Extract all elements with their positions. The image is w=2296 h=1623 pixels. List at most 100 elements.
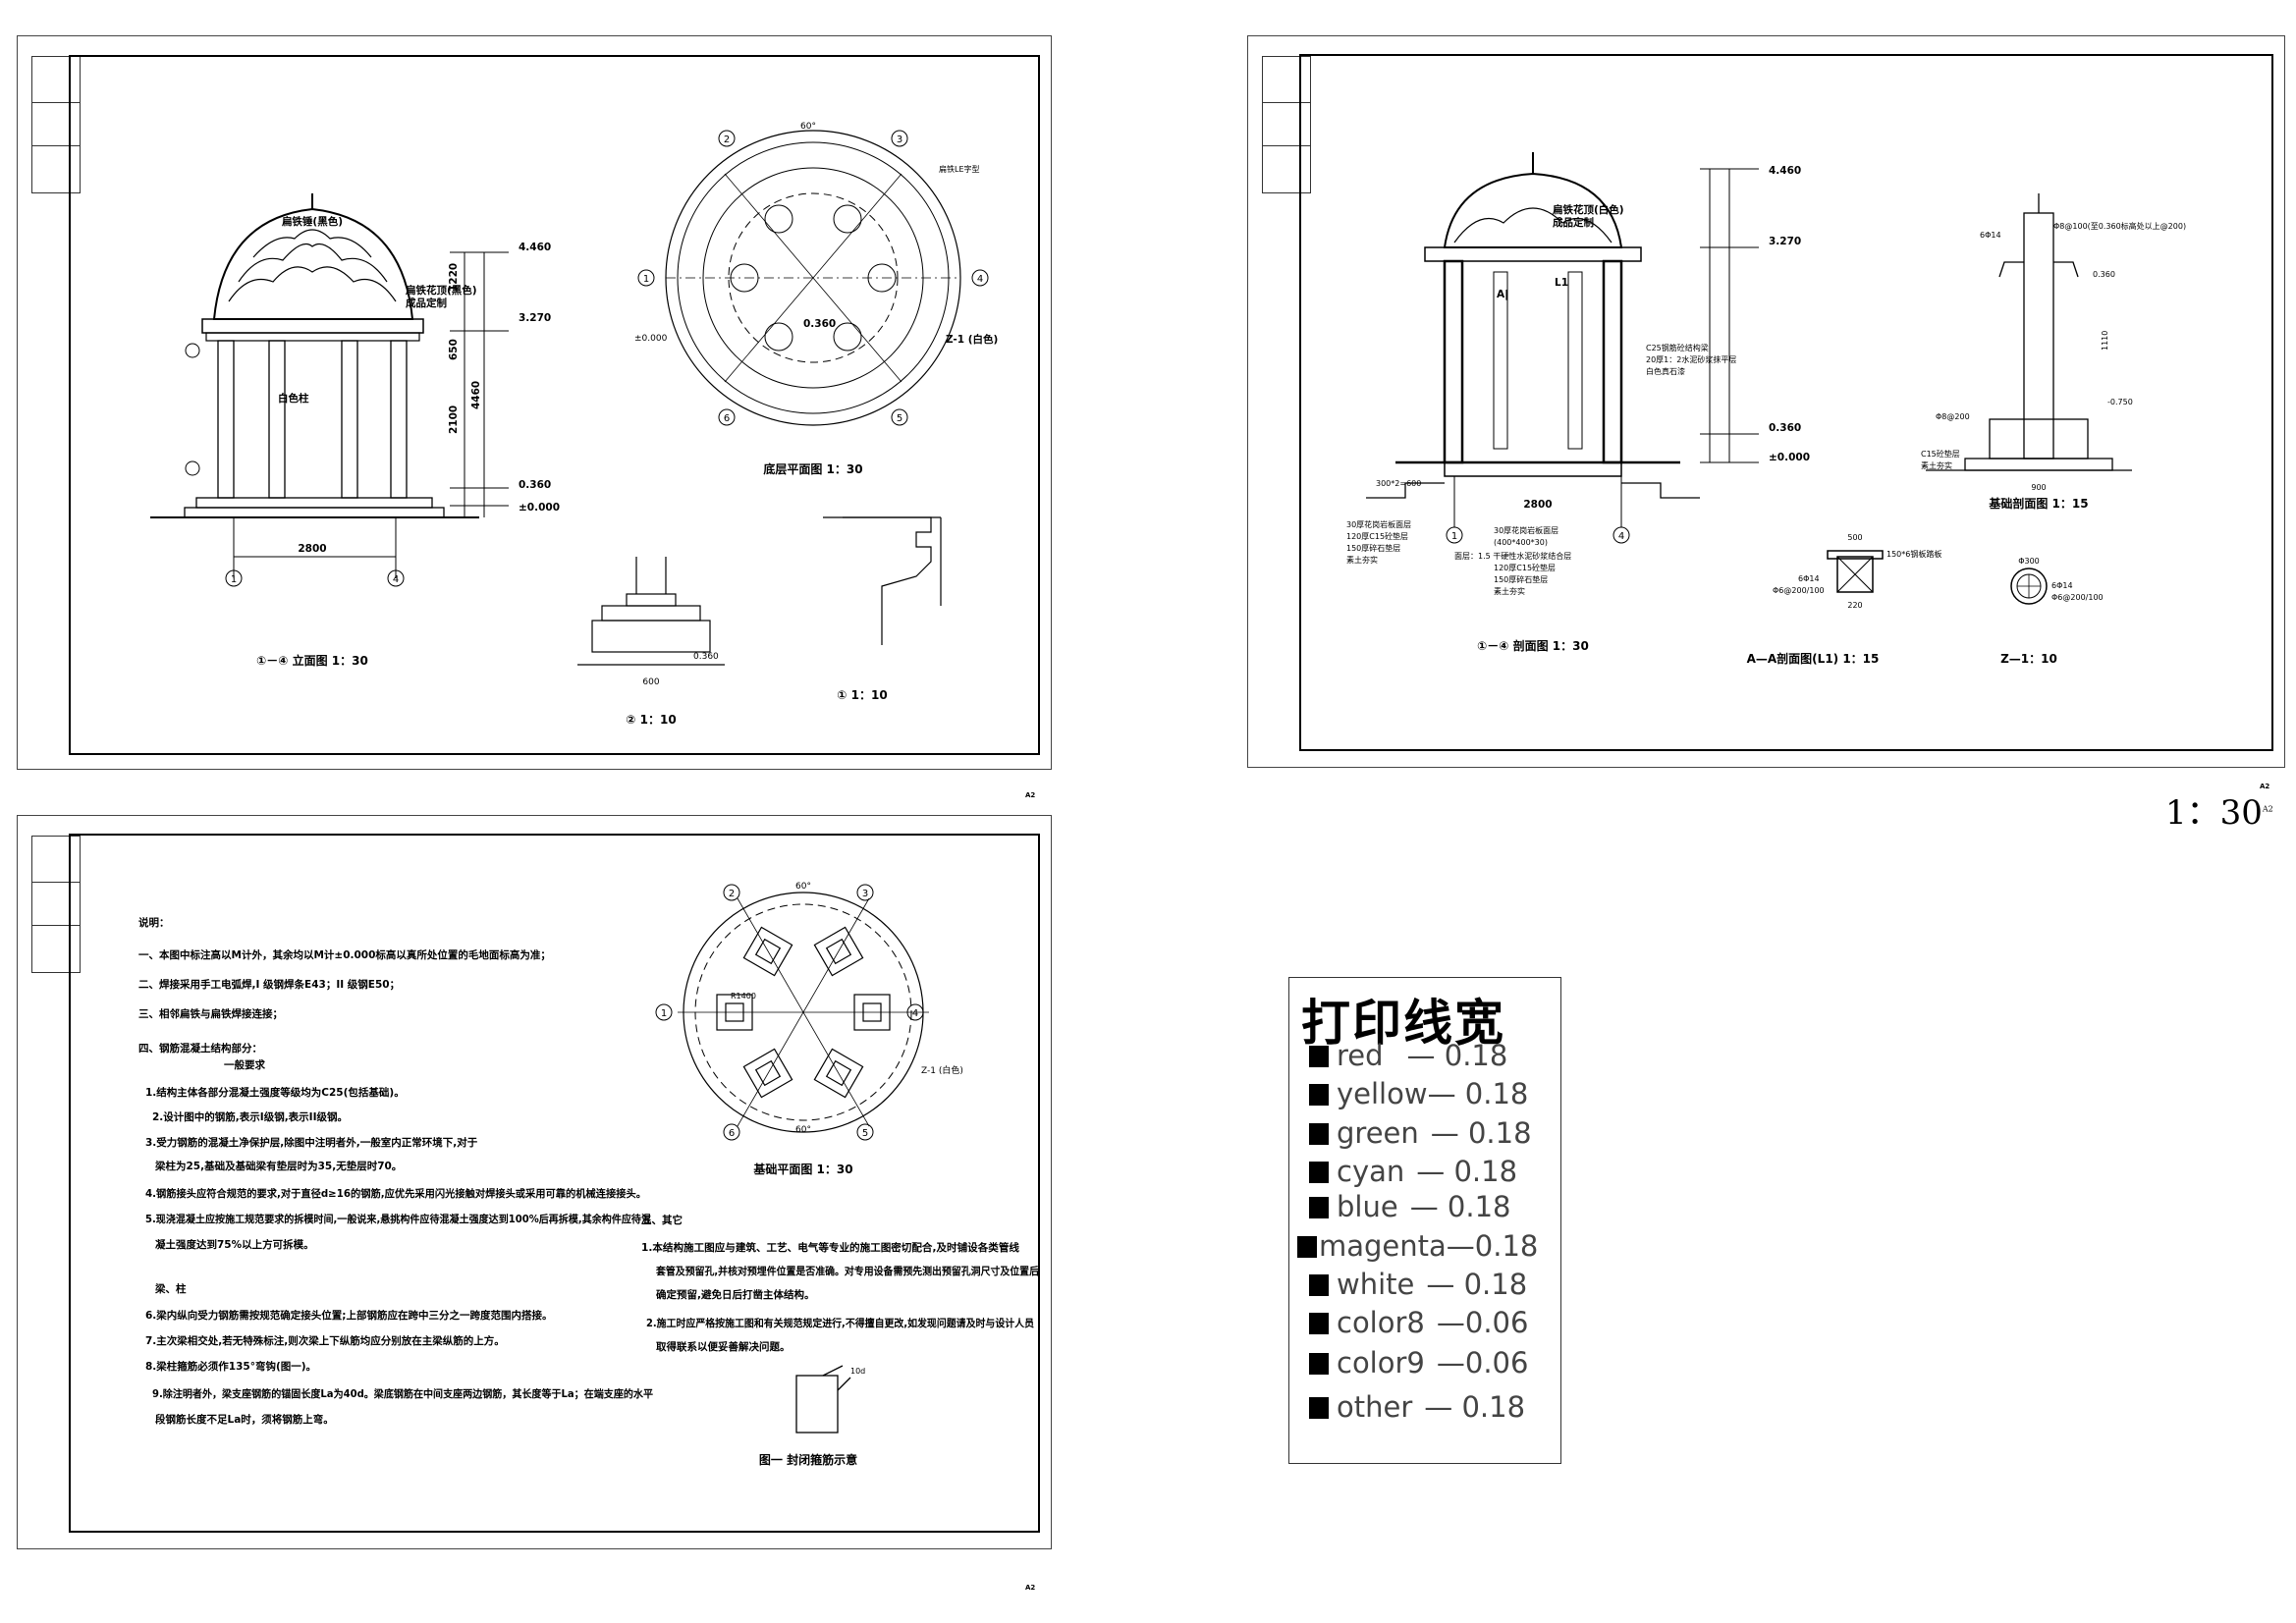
hook-length: 10d [850,1367,865,1376]
general-notes: 说明： 一、本图中标注高以M计外，其余均以M计±0.000标高以真所处位置的毛地… [138,916,653,1426]
caption-section: ①－④ 剖面图 1：30 [1477,638,1589,653]
layer-4: 素土夯实 [1346,555,1378,565]
level-2: 3.270 [1769,236,1801,247]
sheet-size-tag: A2 [1025,791,1036,799]
notes-drawing: 说明： 一、本图中标注高以M计外，其余均以M计±0.000标高以真所处位置的毛地… [138,882,1039,1467]
note-floor: 30厚花岗岩板面层 [1494,525,1558,535]
dim-2: 650 [448,339,460,360]
legend-row-white: white — 0.18 [1309,1268,1527,1301]
fplan-axis-2: 2 [729,889,735,899]
legend-row-green: green — 0.18 [1309,1116,1532,1150]
scale-label: 1：30A2 [2165,785,2273,834]
drawing-sheet-2: 扁铁花顶(白色) 成品定制 A| L1 C25钢筋砼结构梁 20厚1：2水泥砂浆… [1247,35,2285,790]
level-1: 4.460 [519,242,551,253]
legend-weight: — 0.18 [1430,1116,1532,1150]
plan-note: 扁铁LE字型 [939,164,980,174]
legend-weight: — 0.18 [1426,1268,1528,1301]
det2-width: 600 [642,677,659,687]
notes-line: 四、钢筋混凝土结构部分： [138,1042,262,1055]
legend-weight: — 0.18 [1424,1390,1526,1424]
plan-axis-4: 4 [977,274,983,285]
notes-subheading: 一般要求 [224,1058,265,1071]
notes-line: 7.主次梁相交处,若无特殊标注,则次梁上下纵筋均应分别放在主梁纵筋的上方。 [145,1334,505,1347]
legend-swatch [1309,1123,1329,1145]
z1-stirrup: Φ6@200/100 [2051,593,2104,602]
det2-level: 0.360 [693,652,719,662]
plan-axis-3: 3 [897,135,902,145]
z1-dia: Φ300 [2018,557,2040,566]
legend-color-name: color8 [1337,1306,1425,1339]
fplan-axis-3: 3 [862,889,868,899]
notes-line: 梁柱为25,基础及基础梁有垫层时为35,无垫层时70。 [154,1160,402,1172]
fplan-axis-4: 4 [912,1008,918,1019]
found-soil: 素土夯实 [1921,460,1952,470]
legend-color-name: magenta [1319,1229,1447,1263]
legend-title: 打印线宽 [1301,994,1505,1052]
other-line: 取得联系以便妥善解决问题。 [656,1340,791,1353]
note-floor-size: (400*400*30) [1494,538,1548,547]
note-mortar: 20厚1：2水泥砂浆抹平层 [1646,354,1736,364]
title-block-strip [31,836,81,973]
notes-line: 二、焊接采用手工电弧焊,I 级钢焊条E43；II 级钢E50； [138,978,400,991]
note-soil: 素土夯实 [1494,586,1525,596]
other-line: 1.本结构施工图应与建筑、工艺、电气等专业的施工图密切配合,及时铺设各类管线 [641,1241,1019,1254]
legend-swatch [1297,1236,1317,1258]
layer-2: 120厚C15砼垫层 [1346,531,1408,541]
notes-line: 2.设计图中的钢筋,表示I级钢,表示II级钢。 [152,1110,348,1123]
plan-level-2: ±0.000 [634,334,668,344]
other-line: 确定预留,避免日后打凿主体结构。 [656,1288,815,1301]
plan-axis-5: 5 [897,413,902,424]
section-drawing: 扁铁花顶(白色) 成品定制 A| L1 C25钢筋砼结构梁 20厚1：2水泥砂浆… [1346,152,2186,666]
legend-weight: — 0.18 [1406,1039,1508,1072]
level-3: 0.360 [519,479,551,491]
note-beam: C25钢筋砼结构梁 [1646,343,1709,352]
layer-3: 150厚碎石垫层 [1346,543,1400,553]
drawing-frame [69,55,1040,755]
sheet-size-tag: A2 [1025,1584,1036,1592]
label-dome: 扁铁花顶(黑色) [406,284,477,297]
axis-4: 4 [393,574,399,585]
axis-4: 4 [1618,531,1624,542]
layer-1: 30厚花岗岩板面层 [1346,519,1411,529]
legend-swatch [1309,1353,1329,1375]
found-bedding: C15砼垫层 [1921,449,1960,459]
legend-row-red: red— 0.18 [1309,1039,1507,1072]
note-gravel: 150厚碎石垫层 [1494,574,1548,584]
plan-axis-2: 2 [724,135,730,145]
legend-color-name: white [1337,1268,1415,1301]
note-paint: 白色真石漆 [1646,366,1685,376]
plan-axis-6: 6 [724,413,730,424]
legend-color-name: cyan [1337,1155,1405,1188]
notes-subheading: 梁、柱 [154,1282,187,1295]
caption-detail-1: ① 1：10 [837,688,887,702]
drawing-sheet-1: 扁铁锤(黑色) 扁铁花顶(黑色) 成品定制 白色柱 4.460 3.270 0.… [17,35,1052,799]
label-dome-2: 成品定制 [406,297,447,309]
legend-swatch [1309,1046,1329,1067]
scale-text: 1：30 [2165,793,2263,833]
legend-row-magenta: magenta—0.18 [1297,1229,1538,1263]
caption-detail-2: ② 1：10 [626,713,676,727]
level-2: 3.270 [519,312,551,324]
legend-color-name: color9 [1337,1346,1425,1380]
plan-axis-1: 1 [643,274,649,285]
aa-bars: 6Φ14 [1798,574,1820,583]
title-block-strip [31,56,81,193]
level-3: 0.360 [1769,422,1801,434]
legend-color-name: green [1337,1116,1419,1150]
legend-swatch [1309,1313,1329,1334]
label-dome: 扁铁花顶(白色) [1553,203,1624,216]
legend-weight: — 0.18 [1416,1155,1518,1188]
legend-swatch [1309,1397,1329,1419]
found-level-1: 0.360 [2093,270,2115,279]
legend-color-name: other [1337,1390,1413,1424]
found-level-2: -0.750 [2107,398,2133,406]
aa-plate: 150*6钢板踏板 [1886,549,1941,559]
level-1: 4.460 [1769,165,1801,177]
notes-line: 1.结构主体各部分混凝土强度等级均为C25(包括基础)。 [145,1086,405,1099]
scale-sheet-tag: A2 [2262,804,2273,814]
notes-line: 一、本图中标注高以M计外，其余均以M计±0.000标高以真所处位置的毛地面标高为… [138,948,551,961]
caption-foundation-plan: 基础平面图 1：30 [752,1162,852,1176]
dim-step: 300*2=600 [1376,479,1421,488]
legend-row-blue: blue— 0.18 [1309,1190,1510,1223]
